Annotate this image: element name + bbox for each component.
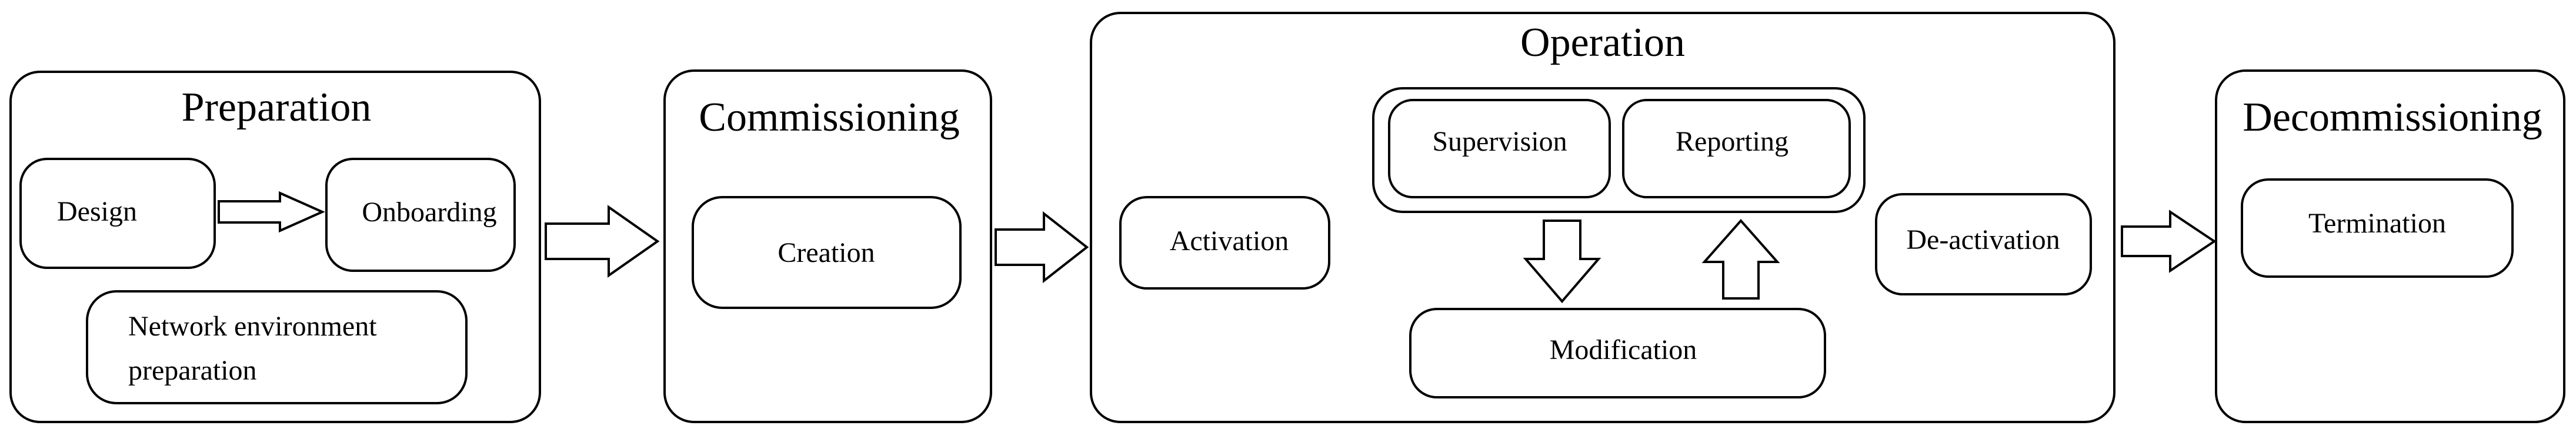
termination-label: Termination (2308, 208, 2446, 239)
network-environment-label-line1: Network environment (128, 311, 377, 342)
phase-commissioning: Commissioning Creation (663, 69, 992, 423)
activation-box (1119, 196, 1330, 290)
modification-to-reporting-arrow (1701, 218, 1780, 300)
phase-preparation: Preparation Design Onboarding Network en… (9, 71, 541, 423)
supervision-to-modification-arrow (1523, 220, 1601, 304)
network-environment-label-line2: preparation (128, 355, 257, 386)
creation-box (692, 196, 962, 309)
operation-title: Operation (1520, 20, 1685, 65)
commissioning-title: Commissioning (699, 95, 959, 140)
modification-label: Modification (1550, 334, 1697, 365)
network-environment-box (86, 290, 468, 404)
reporting-box (1622, 99, 1851, 198)
phase-operation: Operation Activation Supervision Reporti… (1090, 12, 2115, 423)
creation-label: Creation (778, 237, 875, 268)
preparation-to-commissioning-arrow (545, 205, 660, 278)
reporting-label: Reporting (1676, 126, 1788, 157)
deactivation-label: De-activation (1906, 224, 2060, 255)
design-to-onboarding-arrow (218, 191, 325, 233)
deactivation-box (1875, 193, 2092, 295)
design-box (19, 158, 216, 269)
design-label: Design (57, 196, 137, 227)
phase-decommissioning: Decommissioning Termination (2215, 69, 2565, 423)
commissioning-to-operation-arrow (995, 211, 1089, 284)
activation-label: Activation (1170, 225, 1289, 257)
decommissioning-title: Decommissioning (2243, 95, 2542, 140)
modification-box (1409, 308, 1826, 398)
onboarding-box (325, 158, 516, 272)
preparation-title: Preparation (182, 85, 372, 130)
supervision-box (1388, 99, 1611, 198)
supervision-label: Supervision (1432, 126, 1567, 157)
operation-to-decommissioning-arrow (2121, 210, 2217, 273)
termination-box (2241, 178, 2514, 278)
onboarding-label: Onboarding (362, 197, 496, 228)
